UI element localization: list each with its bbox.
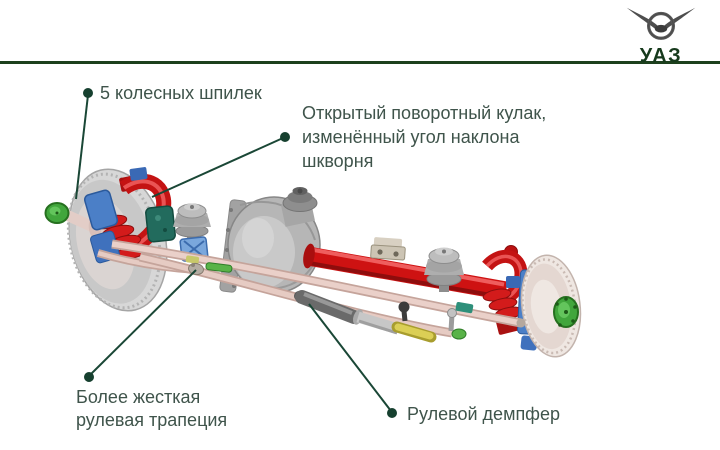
teal-bracket-left [145, 205, 176, 243]
leader-dot-wheel-studs [83, 88, 93, 98]
leader-line-wheel-studs [75, 94, 89, 200]
brake-disc-right [520, 254, 582, 358]
leader-lines [75, 94, 392, 412]
uaz-logo-text: УАЗ [639, 45, 683, 67]
leader-dot-knuckle [280, 132, 290, 142]
callout-damper: Рулевой демпфер [407, 403, 560, 426]
callout-linkage-line2: рулевая трапеция [76, 410, 228, 430]
leader-line-knuckle [151, 137, 284, 198]
header-divider [0, 61, 720, 64]
callout-knuckle: Открытый поворотный кулак, изменённый уг… [302, 101, 546, 173]
bump-stop-right [424, 247, 464, 292]
callout-wheel-studs: 5 колесных шпилек [100, 82, 262, 105]
callout-knuckle-line3: шкворня [302, 151, 374, 171]
callout-linkage-line1: Более жесткая [76, 387, 201, 407]
steering-damper [294, 290, 474, 343]
leader-dot-damper [387, 408, 397, 418]
callout-damper-text: Рулевой демпфер [407, 404, 561, 424]
axle-tube-red [303, 243, 508, 301]
hub-cap-left [44, 202, 70, 224]
callout-linkage: Более жесткая рулевая трапеция [76, 386, 227, 432]
leader-dots [83, 88, 397, 418]
uaz-logo: УАЗ [616, 3, 706, 66]
uaz-bird-emblem-icon [626, 7, 696, 40]
leader-line-linkage [89, 269, 197, 376]
hub-cap-right [553, 296, 579, 328]
callout-knuckle-line2: изменённый угол наклона [302, 127, 520, 147]
bump-stop-left [173, 203, 211, 244]
mounting-bracket [370, 237, 406, 261]
leader-dot-linkage [84, 372, 94, 382]
leader-line-damper [308, 303, 392, 412]
callout-knuckle-line1: Открытый поворотный кулак, [302, 103, 547, 123]
callout-wheel-studs-text: 5 колесных шпилек [100, 83, 262, 103]
